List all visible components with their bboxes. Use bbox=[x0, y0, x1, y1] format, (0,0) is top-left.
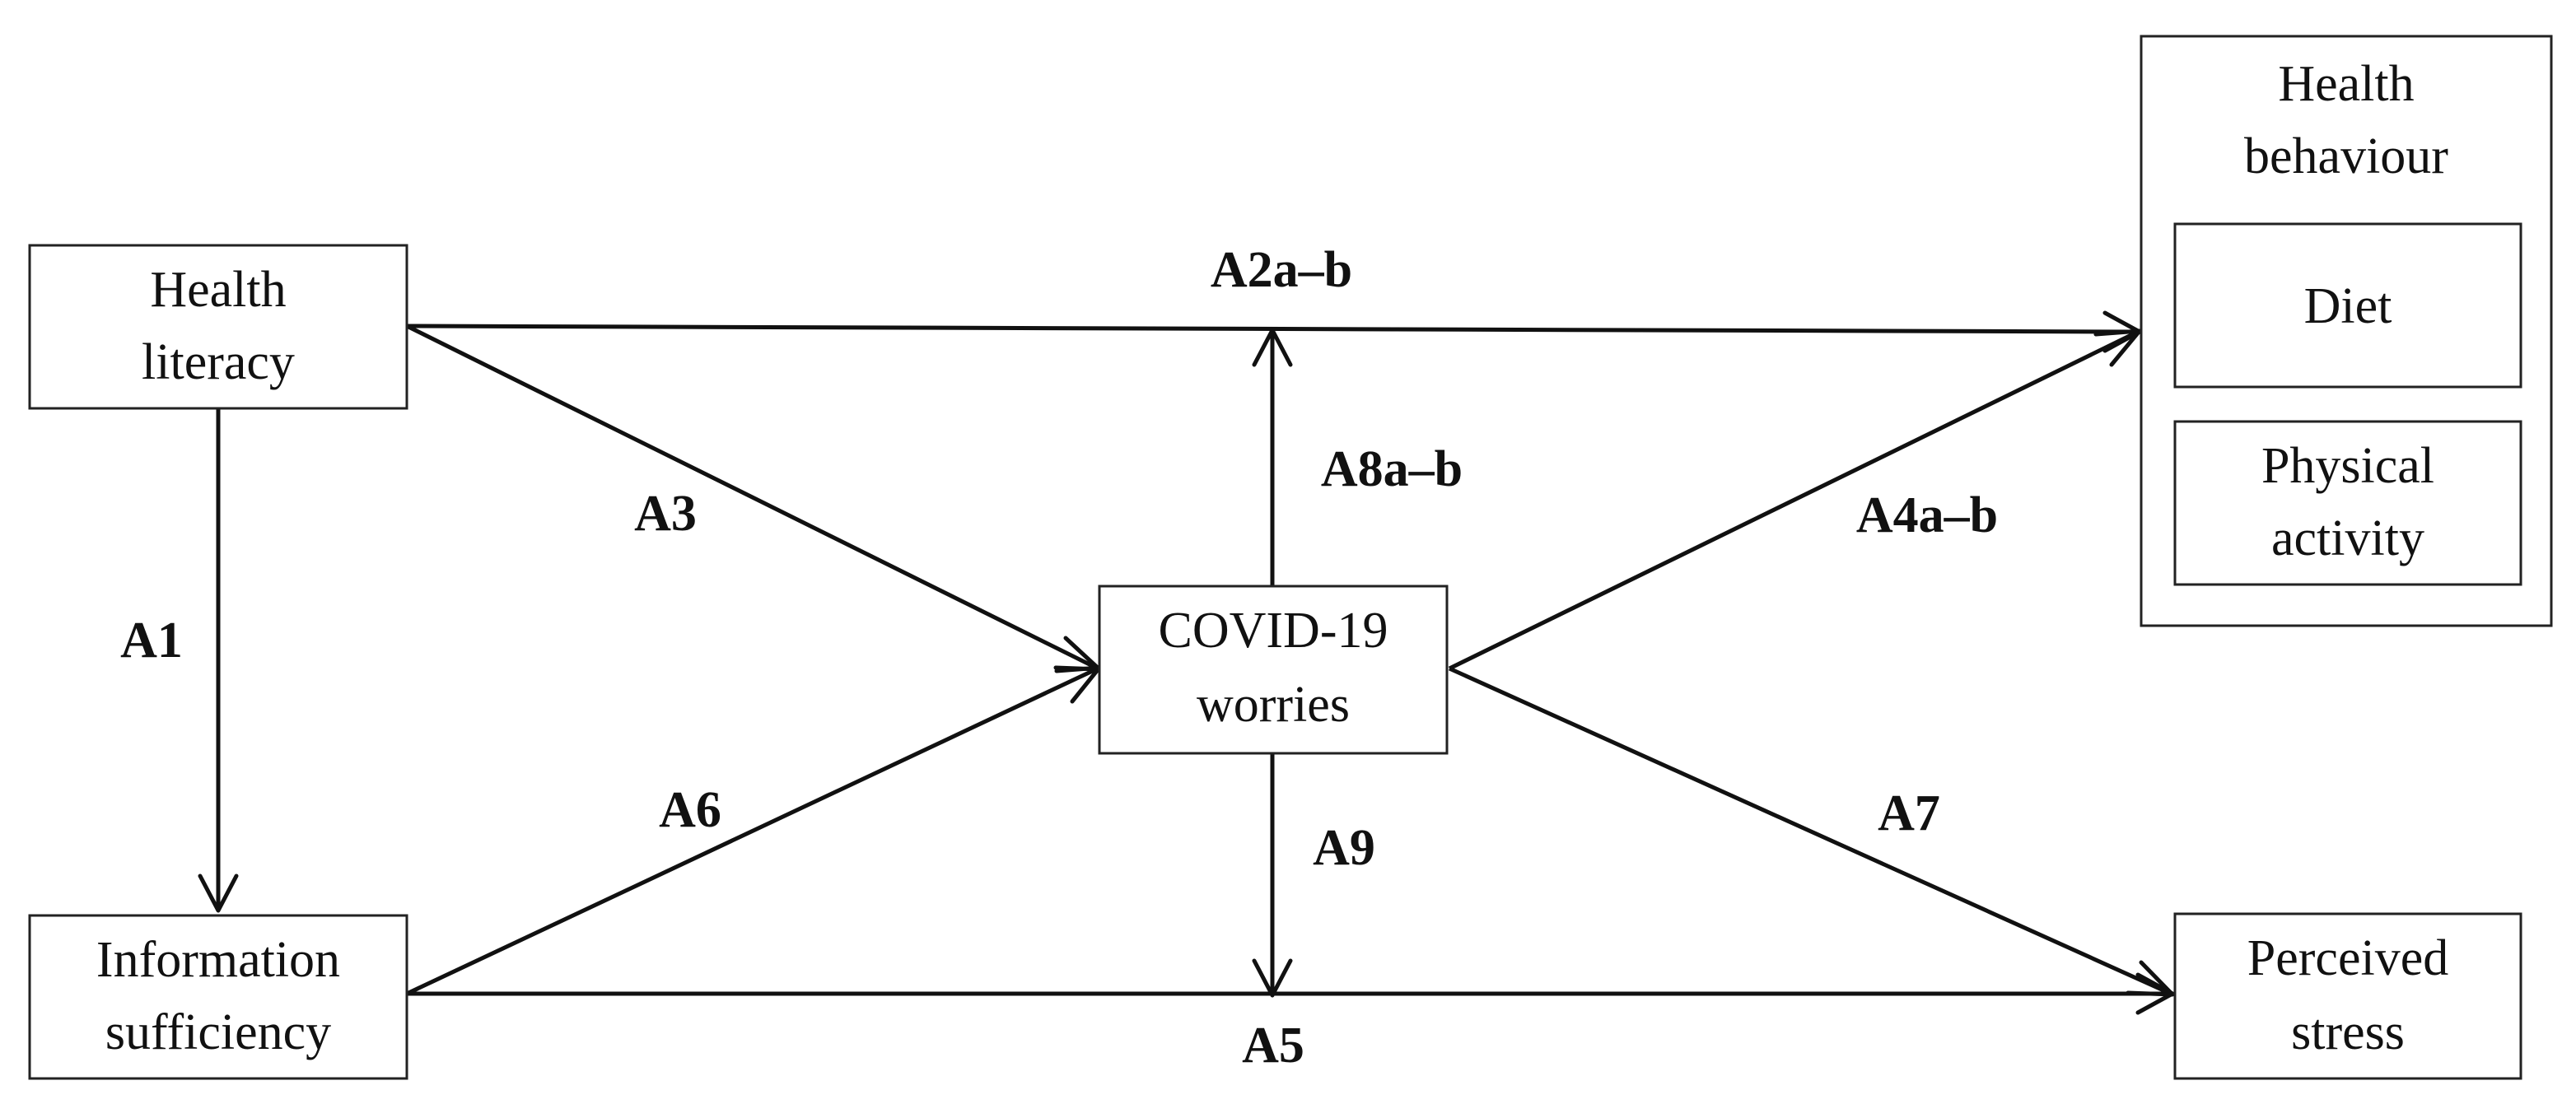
edge-a4 bbox=[1448, 329, 2140, 671]
path-label-a5: A5 bbox=[1242, 1018, 1304, 1074]
node-health-behaviour-line-1: Health bbox=[2278, 56, 2414, 112]
node-health-behaviour: Health behaviour Diet Physical activity bbox=[2140, 35, 2553, 627]
node-information-sufficiency-line-2: sufficiency bbox=[105, 1004, 331, 1060]
arrowhead-a3 bbox=[1053, 636, 1102, 672]
edge-a6 bbox=[405, 666, 1099, 996]
node-perceived-stress: Perceived stress bbox=[2173, 912, 2522, 1080]
node-health-literacy: Health literacy bbox=[28, 244, 408, 410]
path-labels: A1 A2a–b A3 A4a–b A5 A6 A7 A8a–b A9 bbox=[120, 242, 1998, 1074]
node-health-behaviour-line-2: behaviour bbox=[2244, 128, 2448, 184]
path-label-a9: A9 bbox=[1313, 820, 1375, 876]
edge-a7 bbox=[1448, 666, 2172, 996]
arrowhead-a4 bbox=[2093, 328, 2142, 367]
node-information-sufficiency: Information sufficiency bbox=[28, 914, 408, 1080]
node-perceived-stress-line-1: Perceived bbox=[2247, 930, 2448, 986]
node-covid-worries-line-1: COVID-19 bbox=[1159, 603, 1388, 659]
node-physical-activity-line-1: Physical bbox=[2261, 438, 2434, 494]
node-covid-worries-line-2: worries bbox=[1197, 677, 1350, 733]
arrowhead-a9 bbox=[1252, 958, 1293, 998]
path-label-a1: A1 bbox=[120, 613, 183, 668]
node-perceived-stress-line-2: stress bbox=[2291, 1004, 2405, 1060]
path-label-a2: A2a–b bbox=[1211, 242, 1352, 298]
edges bbox=[198, 310, 2175, 1015]
edge-a3 bbox=[405, 324, 1099, 671]
arrowhead-a8 bbox=[1252, 328, 1293, 367]
arrowhead-a7 bbox=[2126, 960, 2175, 997]
path-label-a4: A4a–b bbox=[1856, 487, 1998, 543]
path-label-a3: A3 bbox=[634, 486, 697, 542]
node-health-literacy-line-2: literacy bbox=[142, 334, 295, 390]
node-information-sufficiency-line-1: Information bbox=[96, 932, 340, 988]
node-physical-activity-line-2: activity bbox=[2271, 510, 2424, 566]
node-diet-label: Diet bbox=[2304, 278, 2392, 334]
node-covid-worries: COVID-19 worries bbox=[1098, 585, 1449, 755]
node-diet: Diet bbox=[2173, 222, 2522, 389]
node-physical-activity: Physical activity bbox=[2173, 420, 2522, 586]
arrowhead-a1 bbox=[198, 873, 239, 913]
path-label-a8: A8a–b bbox=[1321, 441, 1463, 497]
path-label-a7: A7 bbox=[1878, 785, 1940, 841]
node-health-literacy-line-1: Health bbox=[150, 262, 286, 318]
path-label-a6: A6 bbox=[659, 782, 721, 838]
